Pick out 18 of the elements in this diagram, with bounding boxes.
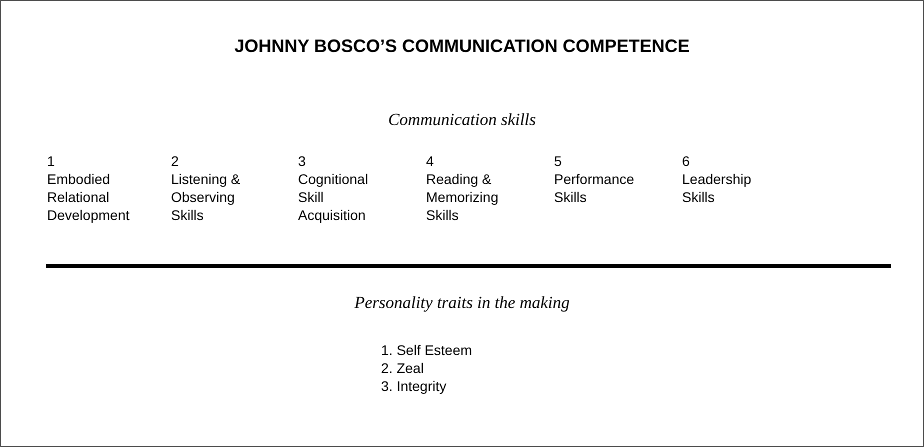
list-item: 2. Zeal [381,359,424,377]
diagram-title: JOHNNY BOSCO’S COMMUNICATION COMPETENCE [233,36,691,57]
skill-label: Leadership Skills [682,170,752,206]
skill-label: Cognitional Skill Acquisition [298,170,370,224]
column-number: 4 [426,152,434,170]
column-number: 6 [682,152,690,170]
skill-label: Listening & Observing Skills [171,170,242,224]
column-number: 2 [171,152,179,170]
skill-label: Performance Skills [554,170,636,206]
section-heading: Personality traits in the making [353,294,571,312]
skill-label: Reading & Memorizing Skills [426,170,500,224]
column-number: 1 [47,152,55,170]
skill-label: Embodied Relational Development [47,170,130,224]
section-heading: Communication skills [387,111,537,129]
column-number: 3 [298,152,306,170]
list-item: 1. Self Esteem [381,341,472,359]
list-item: 3. Integrity [381,377,446,395]
column-number: 5 [554,152,562,170]
